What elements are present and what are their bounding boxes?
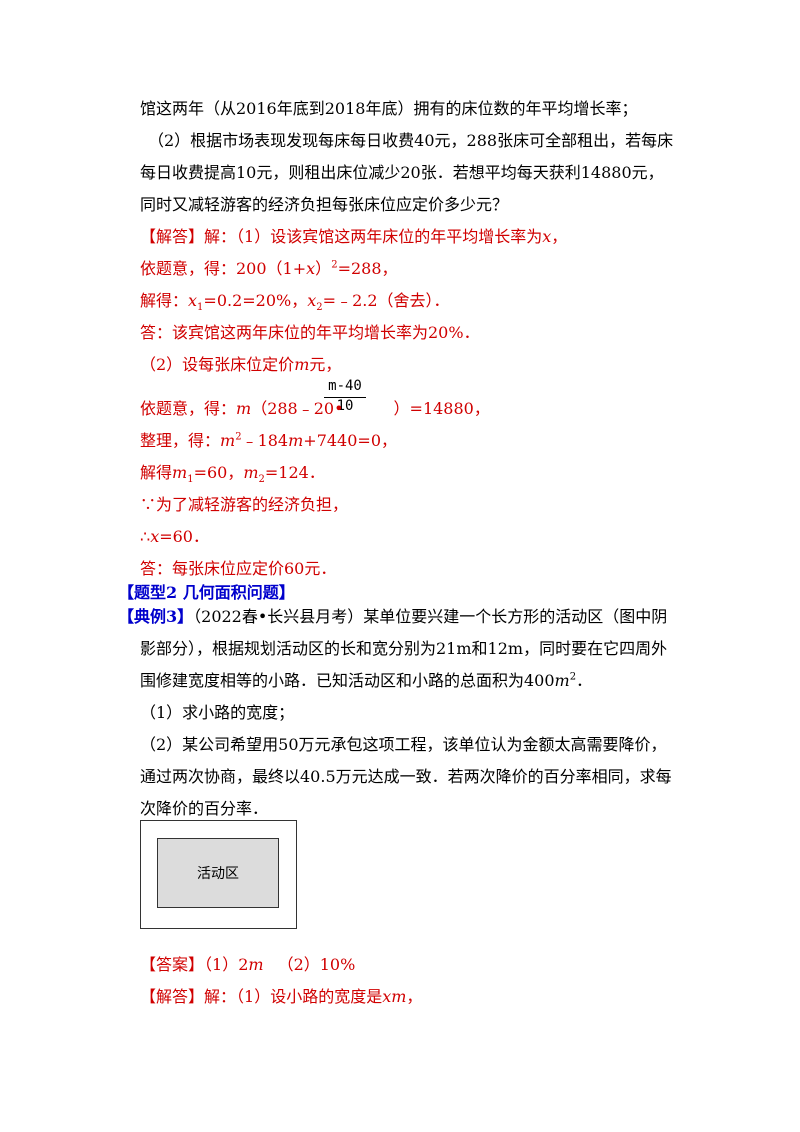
variable: m [294, 355, 310, 374]
question-text-line: 围修建宽度相等的小路．已知活动区和小路的总面积为400m2． [140, 670, 592, 692]
text-span: =60， [193, 463, 244, 482]
text-span: ）=14880， [393, 399, 490, 418]
subscript: 1 [197, 302, 204, 314]
fraction-bar [324, 397, 366, 398]
solution-line: （2）设每张床位定价m元， [140, 354, 341, 376]
solution-line: 答：每张床位应定价60元． [140, 558, 336, 580]
variable: x [306, 259, 316, 278]
variable: m [248, 955, 264, 974]
activity-area: 活动区 [157, 838, 279, 908]
text-span: （2）某公司希望用50万元承包这项工程，该单位认为金额太高需要降价， [140, 735, 667, 754]
variable: x [150, 527, 160, 546]
text-span: 依题意，得： [140, 399, 237, 418]
subscript: 1 [187, 474, 194, 486]
text-span: 整理，得： [140, 431, 221, 450]
question-text-line: 馆这两年（从2016年底到2018年底）拥有的床位数的年平均增长率； [140, 98, 637, 120]
text-span: +7440=0， [303, 431, 397, 450]
text-span: （1）求小路的宽度； [140, 703, 295, 722]
exponent: 2 [569, 671, 577, 683]
variable: x [188, 291, 198, 310]
example-tag: 【典例3】 [118, 607, 194, 626]
text-span: 通过两次协商，最终以40.5万元达成一致．若两次降价的百分率相同，求每 [140, 767, 672, 786]
text-span: ∴ [140, 527, 151, 546]
text-span: 围修建宽度相等的小路．已知活动区和小路的总面积为400 [140, 671, 555, 690]
text-span: 解得： [140, 291, 189, 310]
solution-line: 解得：x1=0.2=20%，x2=﹣2.2（舍去）． [140, 290, 450, 314]
solution-line: 解得m1=60，m2=124． [140, 462, 325, 486]
path-area-figure: 活动区 [140, 820, 297, 929]
solution-line: 答：该宾馆这两年床位的年平均增长率为20%． [140, 322, 480, 344]
text-span: 解：（1）设该宾馆这两年床位的年平均增长率为 [204, 227, 543, 246]
text-span: （1）2 [204, 955, 249, 974]
text-span: ， [406, 987, 423, 1006]
text-span: ， [551, 227, 568, 246]
solution-line: ∵为了减轻游客的经济负担， [140, 494, 348, 516]
exponent: 2 [235, 431, 242, 443]
text-span: ． [576, 671, 593, 690]
answer-tag: 【答案】 [140, 955, 205, 974]
variable: m [236, 399, 252, 418]
solution-line: 整理，得：m2﹣184m+7440=0， [140, 430, 397, 452]
subscript: 2 [316, 302, 323, 314]
text-span: =288， [337, 259, 398, 278]
question-text-line: （1）求小路的宽度； [140, 702, 294, 724]
text-span: （2）根据市场表现发现每床每日收费40元，288张床可全部租出，若每床 [148, 131, 674, 150]
text-span: 答：该宾馆这两年床位的年平均增长率为20%． [140, 323, 480, 342]
solution-line: 【解答】解：（1）设该宾馆这两年床位的年平均增长率为x， [140, 226, 567, 248]
text-span: 元， [309, 355, 342, 374]
text-span: =﹣2.2（舍去）． [322, 291, 450, 310]
text-span: （2）10% [277, 955, 356, 974]
variable: m [554, 671, 570, 690]
text-span: 【题型2 几何面积问题】 [118, 583, 295, 602]
text-span: =60． [159, 527, 209, 546]
solution-line: 依题意，得：200（1+x）2=288， [140, 258, 398, 280]
solution-tag: 【解答】 [140, 987, 205, 1006]
text-span: 同时又减轻游客的经济负担每张床位应定价多少元？ [140, 195, 509, 214]
variable: m [220, 431, 236, 450]
text-span: 馆这两年（从2016年底到2018年底）拥有的床位数的年平均增长率； [140, 99, 638, 118]
activity-area-label: 活动区 [197, 866, 239, 882]
question-text-line: 通过两次协商，最终以40.5万元达成一致．若两次降价的百分率相同，求每 [140, 766, 672, 788]
fraction-numerator: m-40 [328, 378, 362, 394]
text-span: =0.2=20%， [203, 291, 308, 310]
question-text-line: 每日收费提高10元，则租出床位减少20张．若想平均每天获利14880元， [140, 162, 664, 184]
text-span: 解得 [140, 463, 173, 482]
variable: m [288, 431, 304, 450]
text-span: 解：（1）设小路的宽度是 [204, 987, 383, 1006]
text-span: （2022春•长兴县月考）某单位要兴建一个长方形的活动区（图中阴 [193, 607, 668, 626]
text-span: ﹣184 [241, 431, 289, 450]
variable: x [307, 291, 317, 310]
solution-line: 依题意，得：m（288﹣20• ）=14880， [140, 398, 490, 420]
exponent: 2 [331, 259, 338, 271]
text-span: 答：每张床位应定价60元． [140, 559, 337, 578]
section-heading: 【题型2 几何面积问题】 [118, 582, 295, 604]
text-span: ∵为了减轻游客的经济负担， [140, 495, 349, 514]
question-text-line: （2）某公司希望用50万元承包这项工程，该单位认为金额太高需要降价， [140, 734, 667, 756]
text-span: （2）设每张床位定价 [140, 355, 295, 374]
text-span: =124． [264, 463, 325, 482]
solution-line: 【解答】解：（1）设小路的宽度是xm， [140, 986, 422, 1008]
solution-tag: 【解答】 [140, 227, 205, 246]
text-span: 影部分），根据规划活动区的长和宽分别为21m和12m，同时要在它四周外 [140, 639, 668, 658]
question-text-line: 影部分），根据规划活动区的长和宽分别为21m和12m，同时要在它四周外 [140, 638, 667, 660]
variable: xm [382, 987, 407, 1006]
question-text-line: 同时又减轻游客的经济负担每张床位应定价多少元？ [140, 194, 508, 216]
variable: m [172, 463, 188, 482]
question-text-line: 【典例3】（2022春•长兴县月考）某单位要兴建一个长方形的活动区（图中阴 [118, 606, 667, 628]
text-span: 依题意，得：200（1+ [140, 259, 307, 278]
text-span: （288﹣20• [251, 399, 344, 418]
question-text-line: 次降价的百分率． [140, 798, 268, 820]
variable: x [542, 227, 552, 246]
text-span: 次降价的百分率． [140, 799, 269, 818]
fraction-denominator: 10 [336, 398, 354, 414]
answer-line: 【答案】（1）2m （2）10% [140, 954, 355, 976]
variable: m [243, 463, 259, 482]
solution-line: ∴x=60． [140, 526, 209, 548]
text-span: 每日收费提高10元，则租出床位减少20张．若想平均每天获利14880元， [140, 163, 664, 182]
question-text-line: （2）根据市场表现发现每床每日收费40元，288张床可全部租出，若每床 [148, 130, 673, 152]
text-span: ） [315, 259, 332, 278]
subscript: 2 [258, 474, 265, 486]
